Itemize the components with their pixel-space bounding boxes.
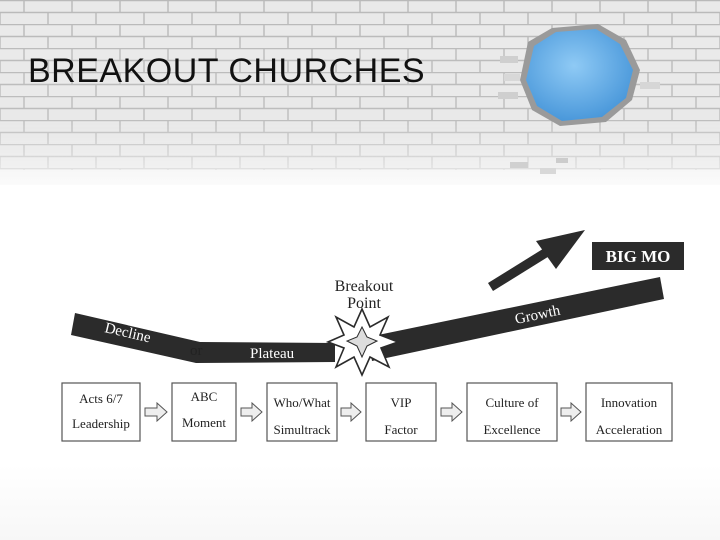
right-arrow-icon [240,401,263,423]
stage-label-line2: Leadership [72,416,130,431]
slide-footer-area [0,465,720,540]
right-arrow-icon [560,401,582,423]
stage-label-line1: Acts 6/7 [79,391,123,406]
big-mo-arrow [488,230,585,291]
breakout-label-line2: Point [347,295,381,312]
stage-label-line2: Acceleration [596,422,663,437]
stage-arrows [144,401,582,423]
stage-label-line2: Simultrack [273,422,331,437]
plateau-label: Plateau [250,346,295,362]
stage-abc-moment: ABC Moment [171,382,237,442]
decline-band [71,313,335,363]
stage-vip-factor: VIP Factor [365,382,437,442]
breakout-diagram: BIG MO Breakout Point Decline or Plateau… [0,185,720,465]
stage-label-line1: VIP [391,395,412,410]
stage-label-line1: Culture of [485,395,539,410]
big-mo-label: BIG MO [606,247,671,266]
stage-acts-leadership: Acts 6/7 Leadership [61,382,141,442]
wall-hole [498,24,660,174]
breakout-label-line1: Breakout [335,278,394,295]
brick-wall-header [0,0,720,200]
stage-label-line2: Moment [182,415,226,430]
stage-innovation-acceleration: Innovation Acceleration [585,382,673,442]
or-label: or [190,343,203,359]
stage-label-line2: Factor [384,422,418,437]
right-arrow-icon [340,401,362,423]
stage-label-line2: Excellence [483,422,540,437]
stage-label-line1: ABC [191,389,218,404]
stage-label-line1: Innovation [601,395,658,410]
right-arrow-icon [144,401,168,423]
stage-who-what-simultrack: Who/What Simultrack [266,382,338,442]
growth-band [368,277,664,361]
right-arrow-icon [440,401,463,423]
slide-title: BREAKOUT CHURCHES [28,52,426,90]
stage-culture-of-excellence: Culture of Excellence [466,382,558,442]
stage-label-line1: Who/What [273,395,330,410]
big-mo-box [592,242,684,270]
